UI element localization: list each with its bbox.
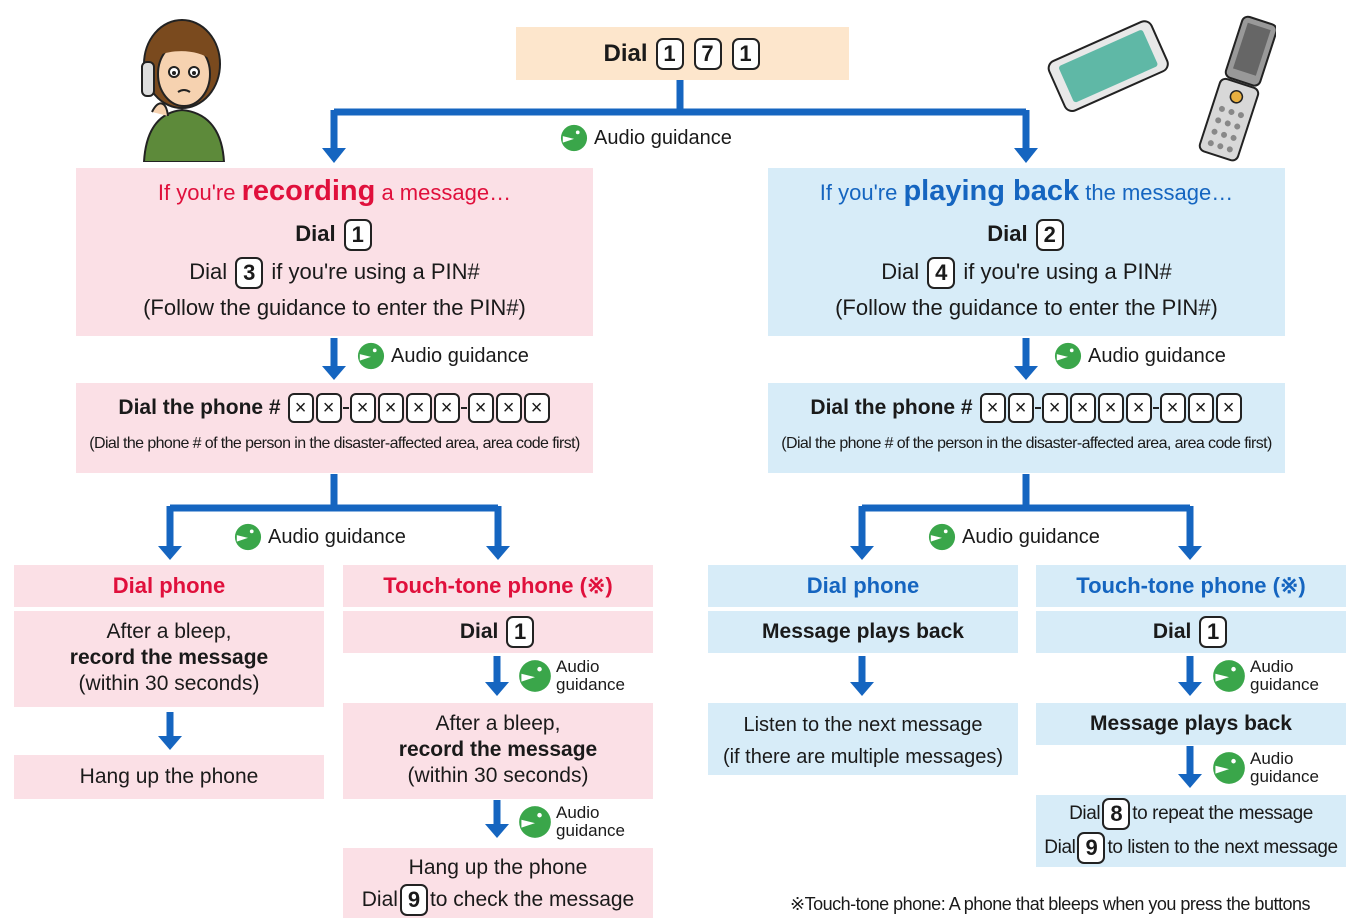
recording-phone-number-box: Dial the phone # ××××××××× (Dial the pho… [76, 383, 593, 473]
audio-guidance-record: Audio guidance [357, 342, 529, 370]
touch-tone-footnote: ※Touch-tone phone: A phone that bleeps w… [790, 894, 1310, 914]
recording-follow-line: (Follow the guidance to enter the PIN#) [143, 295, 526, 320]
record-dial-phone-hangup: Hang up the phone [14, 755, 324, 799]
speaking-mouth-icon [1213, 660, 1245, 692]
playback-phone-note: (Dial the phone # of the person in the d… [781, 435, 1272, 452]
playback-pin-line: Dial 4 if you're using a PIN# [768, 254, 1285, 290]
audio-guidance-top: Audio guidance [560, 124, 732, 152]
recording-phone-note: (Dial the phone # of the person in the d… [89, 435, 580, 452]
speaking-mouth-icon [928, 523, 956, 551]
record-dial-phone-instructions: After a bleep, record the message (withi… [14, 611, 324, 707]
playback-box: If you're playing back the message… Dial… [768, 168, 1285, 336]
phone-number-keys: ××××××××× [287, 393, 551, 423]
woman-on-phone-illustration [141, 19, 226, 162]
record-dial-phone-title: Dial phone [14, 565, 324, 607]
audio-guidance-playback: Audio guidance [1054, 342, 1226, 370]
recording-heading: If you're recording a message… [157, 175, 512, 207]
playback-phone-number-box: Dial the phone # ××××××××× (Dial the pho… [768, 383, 1285, 473]
playback-touch-dial-1: Dial 1 [1036, 611, 1346, 653]
recording-box: If you're recording a message… Dial 1 Di… [76, 168, 593, 336]
speaking-mouth-icon [1213, 752, 1245, 784]
record-touch-phone-title: Touch-tone phone (※) [343, 565, 653, 607]
record-touch-dial-1: Dial 1 [343, 611, 653, 653]
speaking-mouth-icon [519, 660, 551, 692]
speaking-mouth-icon [357, 342, 385, 370]
dial-label: Dial [603, 39, 648, 67]
playback-phone-number-line: Dial the phone # ××××××××× [768, 393, 1285, 423]
recording-pin-line: Dial 3 if you're using a PIN# [76, 254, 593, 290]
record-touch-instructions: After a bleep, record the message (withi… [343, 703, 653, 799]
playback-follow-line: (Follow the guidance to enter the PIN#) [835, 295, 1218, 320]
playback-touch-phone-title: Touch-tone phone (※) [1036, 565, 1346, 607]
speaking-mouth-icon [1054, 342, 1082, 370]
playback-dial-phone-next: Listen to the next message (if there are… [708, 703, 1018, 775]
mobile-phones-illustration [1047, 15, 1276, 162]
speaking-mouth-icon [519, 806, 551, 838]
playback-heading: If you're playing back the message… [819, 175, 1234, 207]
phone-number-keys: ××××××××× [979, 393, 1243, 423]
speaking-mouth-icon [560, 124, 588, 152]
playback-dial-phone-plays: Message plays back [708, 611, 1018, 653]
playback-touch-plays: Message plays back [1036, 703, 1346, 745]
speaking-mouth-icon [234, 523, 262, 551]
audio-guidance-playback-split: Audio guidance [928, 523, 1100, 551]
playback-dial-phone-title: Dial phone [708, 565, 1018, 607]
recording-dial-line: Dial 1 [76, 214, 593, 254]
audio-guidance-label: Audio guidance [594, 126, 732, 149]
key-1: 1 [731, 37, 760, 70]
key-1: 1 [655, 37, 684, 70]
recording-phone-number-line: Dial the phone # ××××××××× [76, 393, 593, 423]
audio-guidance-record-split: Audio guidance [234, 523, 406, 551]
key-7: 7 [693, 37, 722, 70]
playback-dial-line: Dial 2 [768, 214, 1285, 254]
